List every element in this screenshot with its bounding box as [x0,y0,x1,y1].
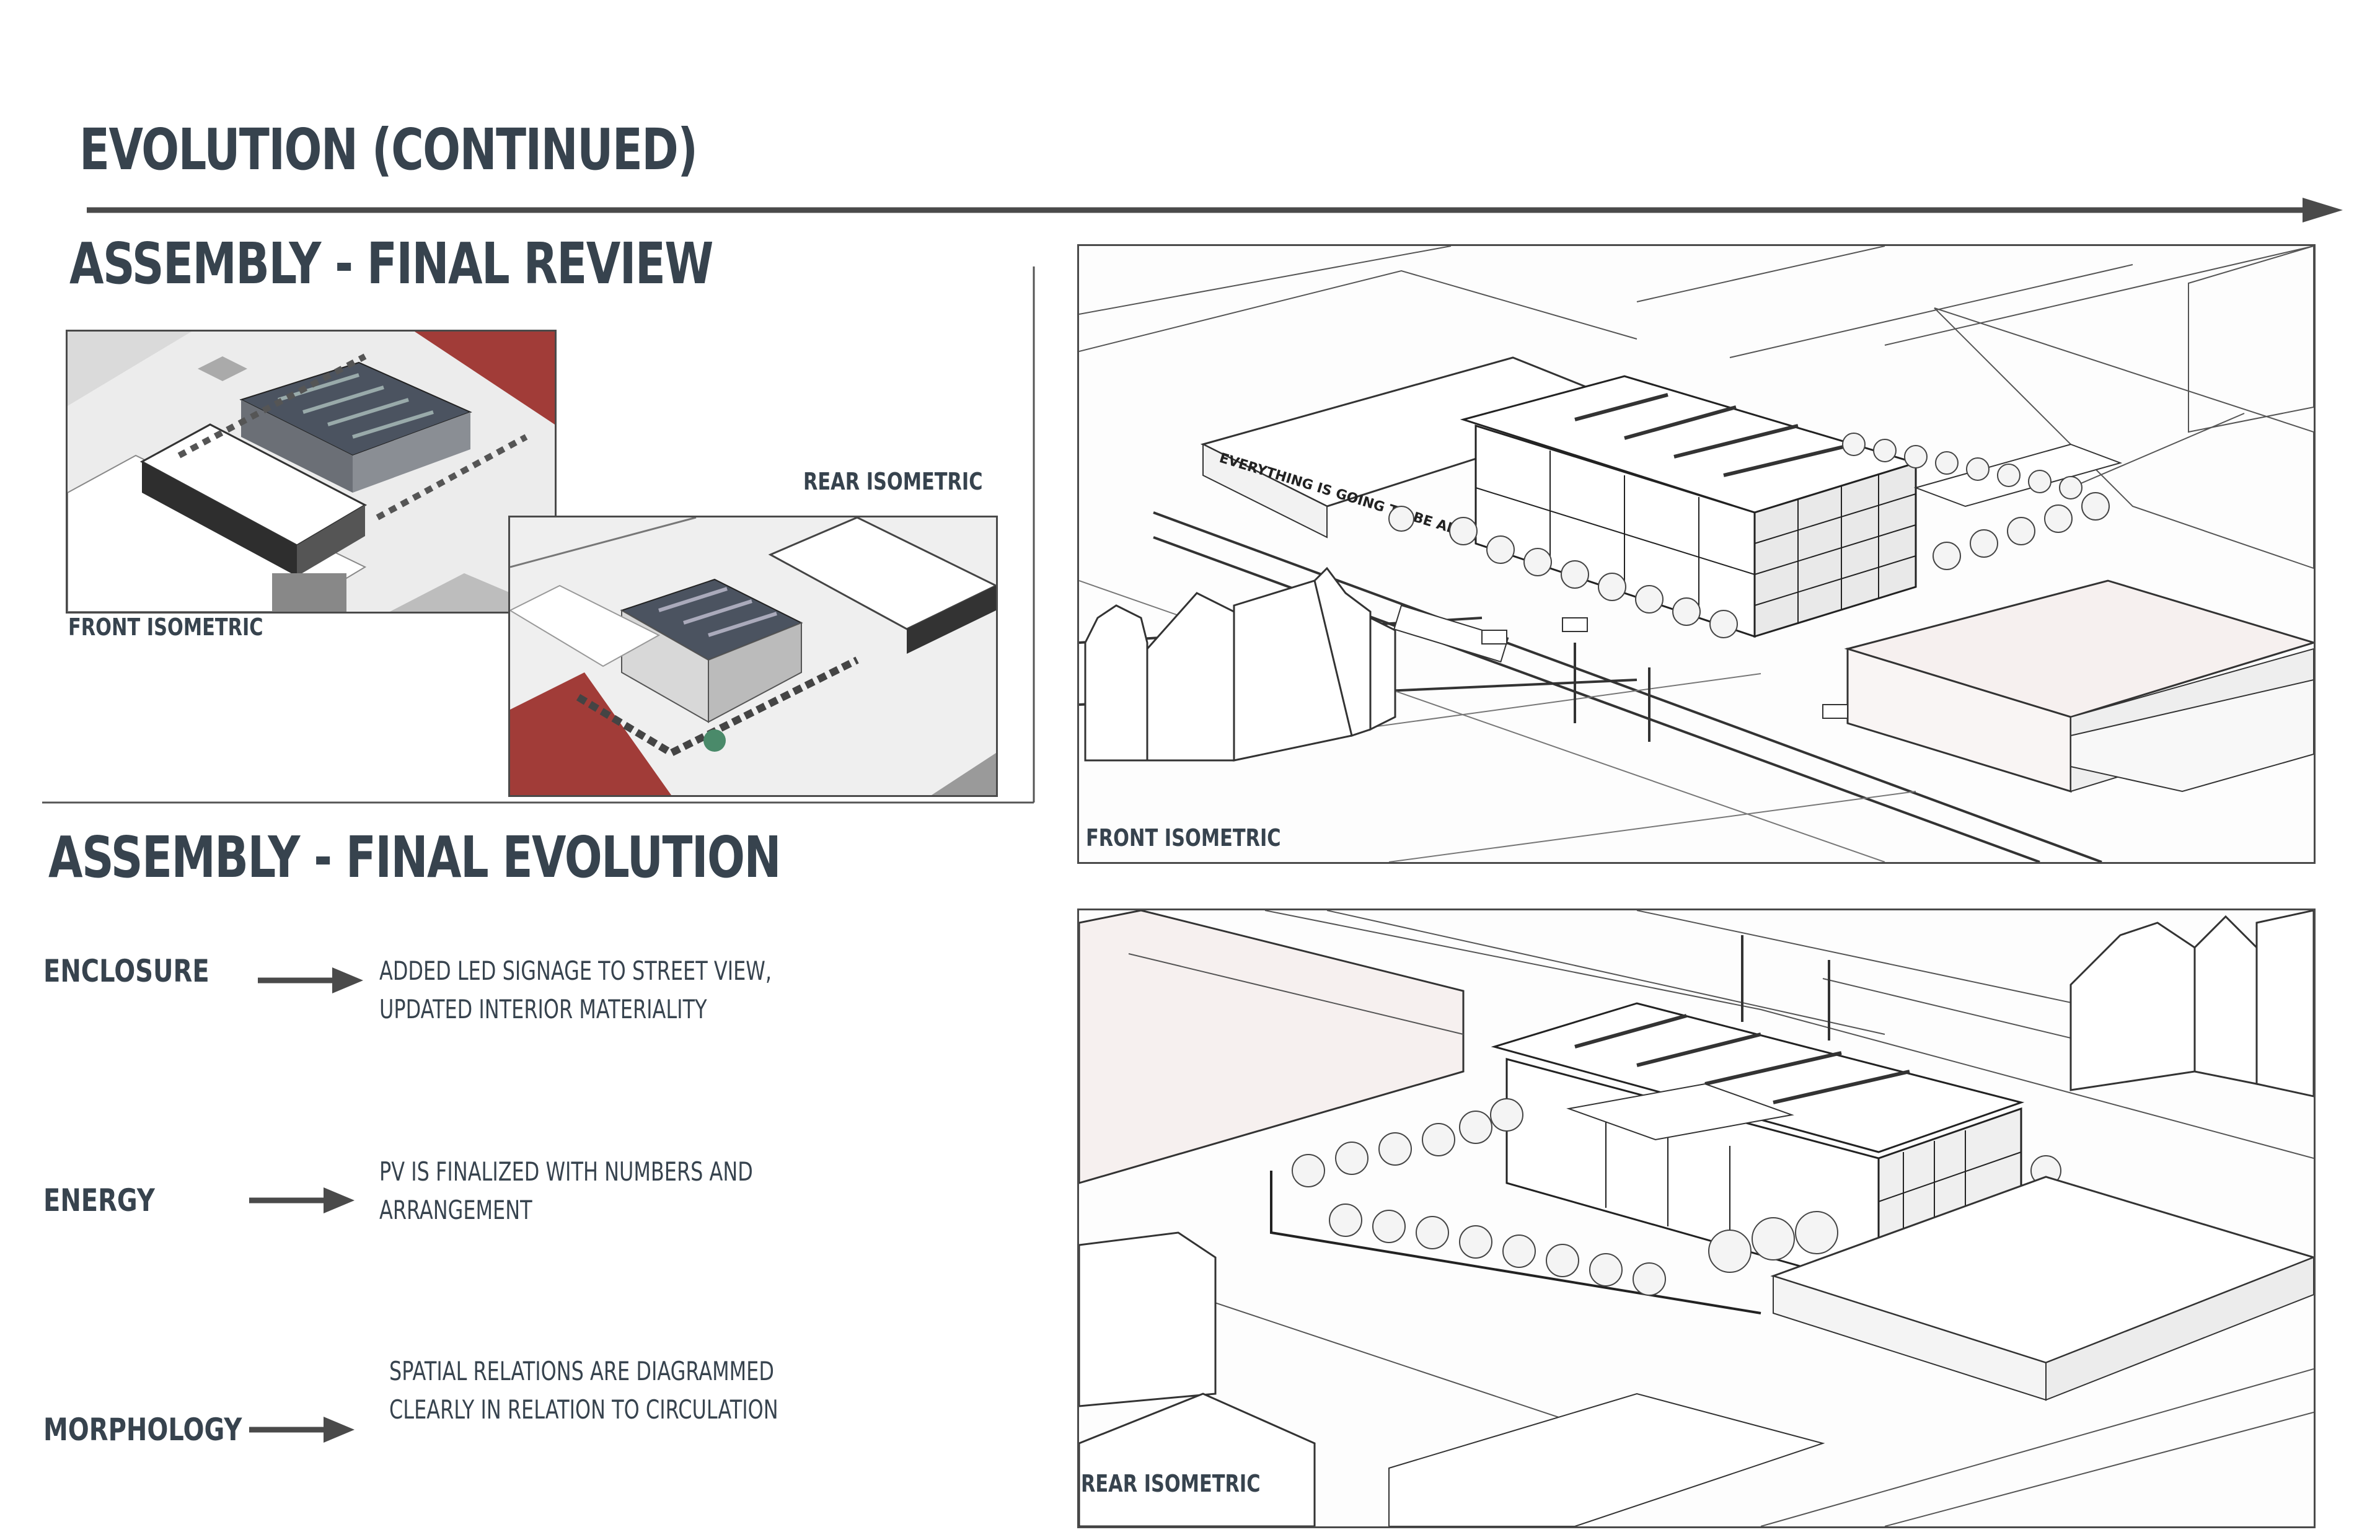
item-desc-line: CLEARLY IN RELATION TO CIRCULATION [389,1394,778,1425]
item-desc-line: ADDED LED SIGNAGE TO STREET VIEW, [379,956,772,986]
timeline-arrow [87,198,2343,222]
item-title-enclosure: ENCLOSURE [43,953,209,989]
item-desc-line: PV IS FINALIZED WITH NUMBERS AND [379,1156,753,1187]
section-heading-final-review: ASSEMBLY - FINAL REVIEW [69,231,713,297]
front-view-label: FRONT ISOMETRIC [1086,824,1281,851]
page-title: EVOLUTION (CONTINUED) [79,117,698,183]
rear-isometric-view [1077,909,2316,1528]
item-desc-line: SPATIAL RELATIONS ARE DIAGRAMMED [389,1356,774,1386]
item-desc-enclosure: ADDED LED SIGNAGE TO STREET VIEW, UPDATE… [379,952,772,1029]
arrow-right-icon [249,1417,355,1443]
review-panel-divider [42,266,1035,804]
front-isometric-view: EVERYTHING IS GOING TO BE ALRIGHT [1077,244,2316,864]
review-front-label: FRONT ISOMETRIC [68,614,263,641]
review-front-isometric-image [66,330,557,614]
section-heading-final-evolution: ASSEMBLY - FINAL EVOLUTION [48,824,782,891]
item-desc-morphology: SPATIAL RELATIONS ARE DIAGRAMMED CLEARLY… [389,1352,778,1429]
item-title-energy: ENERGY [43,1182,155,1218]
rear-view-label: REAR ISOMETRIC [1081,1470,1261,1497]
item-desc-line: UPDATED INTERIOR MATERIALITY [379,994,707,1024]
review-rear-isometric-image [508,516,998,797]
item-desc-line: ARRANGEMENT [379,1195,532,1225]
item-desc-energy: PV IS FINALIZED WITH NUMBERS AND ARRANGE… [379,1153,753,1230]
review-rear-label: REAR ISOMETRIC [803,468,983,495]
arrow-right-icon [249,1187,355,1213]
arrow-right-icon [258,967,363,993]
item-title-morphology: MORPHOLOGY [43,1412,242,1448]
